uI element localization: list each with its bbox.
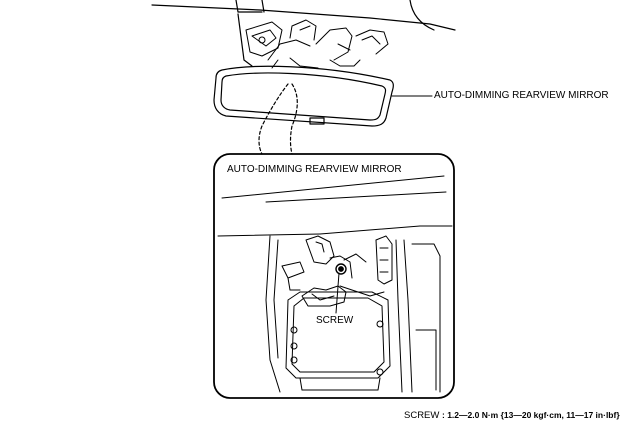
- torque-spec: SCREW : 1.2—2.0 N·m {13—20 kgf·cm, 11—17…: [404, 409, 620, 422]
- screw-callout-leader: [335, 272, 340, 314]
- inset-headliner: [217, 175, 453, 237]
- screw-icon: [335, 263, 347, 275]
- torque-spec-name: SCREW: [404, 410, 440, 421]
- rearview-mirror: [213, 65, 394, 127]
- mirror-callout-label: AUTO-DIMMING REARVIEW MIRROR: [434, 90, 609, 101]
- mirror-mount-assembly: [245, 19, 389, 69]
- detail-connector: [258, 83, 298, 155]
- inset-title-label: AUTO-DIMMING REARVIEW MIRROR: [227, 164, 402, 175]
- screw-callout-label: SCREW: [316, 315, 354, 326]
- inset-mirror-bracket: [265, 235, 441, 393]
- detail-inset-frame: [213, 153, 455, 399]
- roof-headliner: [151, 0, 456, 67]
- torque-spec-value: : 1.2—2.0 N·m {13—20 kgf·cm, 11—17 in·lb…: [442, 410, 620, 420]
